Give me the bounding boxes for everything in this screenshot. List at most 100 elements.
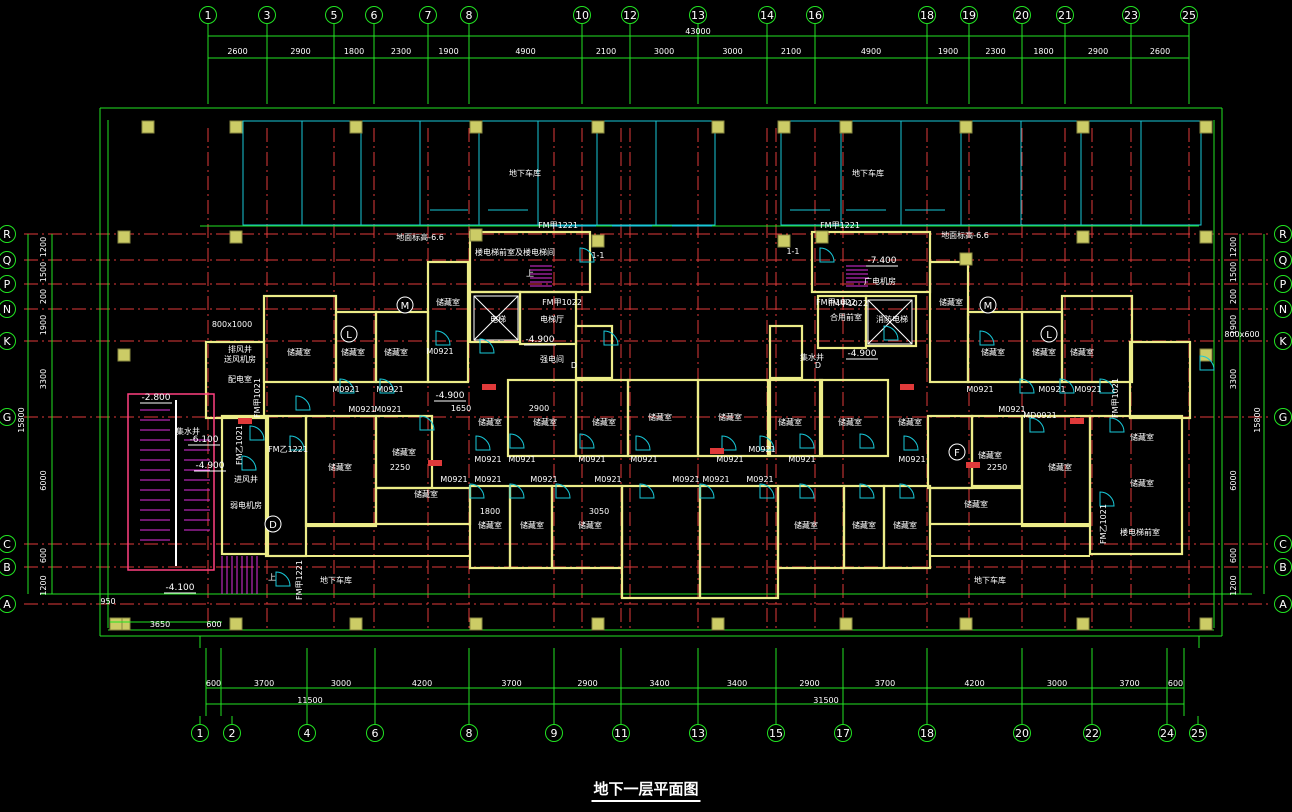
door-tag: M0921 [474, 475, 501, 484]
top-axis-label: 23 [1124, 9, 1138, 22]
top-axis-label: 12 [623, 9, 637, 22]
wall-outline [768, 378, 824, 458]
door-swing [295, 395, 311, 411]
drawing-title: 地下一层平面图 [591, 778, 701, 802]
annotation-text: 600 [206, 620, 221, 629]
annotation-text: 1650 [451, 404, 471, 413]
space-label: 集水井 [800, 352, 824, 362]
left-axis-label-circle [0, 558, 16, 576]
top-total-dimension: 43000 [685, 27, 710, 36]
door-tag: M0921 [746, 475, 773, 484]
left-axis-label: P [4, 278, 11, 291]
door-swing [1099, 491, 1115, 507]
bottom-dimension: 600 [1168, 679, 1183, 688]
door-swing [475, 435, 491, 451]
room-label: 储藏室 [648, 412, 672, 422]
bottom-axis-label: 24 [1160, 727, 1174, 740]
right-dimension: 1200 [1229, 575, 1238, 595]
room-label: 储藏室 [414, 489, 438, 499]
door-tag: M0921 [672, 475, 699, 484]
wall-outline [574, 324, 614, 380]
room-label: 储藏室 [592, 417, 616, 427]
door-tag: M0921 [530, 475, 557, 484]
bottom-axis-label: 6 [372, 727, 379, 740]
column [959, 617, 973, 631]
grid-bubble-label: D [269, 520, 277, 531]
annotation-text: 950 [100, 597, 115, 606]
door-tag: M0921 [998, 405, 1025, 414]
top-axis-label: 20 [1015, 9, 1029, 22]
door-swing [699, 483, 715, 499]
fire-door-tag: FM乙1021 [235, 425, 244, 465]
top-axis-label-circle [460, 6, 478, 24]
left-axis-label: A [3, 598, 11, 611]
left-dimension: 1500 [39, 262, 48, 282]
door-swing [1029, 417, 1045, 433]
wall-outline [468, 230, 592, 294]
door-swing [1059, 378, 1075, 394]
parking-bay [655, 120, 716, 226]
column [229, 120, 243, 134]
door-swing [899, 483, 915, 499]
annotation-text: 上 [268, 573, 276, 582]
door-tag: M0921 [594, 475, 621, 484]
space-label: 地下车库 [974, 575, 1006, 585]
column [777, 120, 791, 134]
left-dimension: 6000 [39, 470, 48, 490]
right-axis-label: N [1279, 303, 1287, 316]
top-dimension: 2900 [1088, 47, 1108, 56]
top-axis-label: 21 [1058, 9, 1072, 22]
column [591, 617, 605, 631]
grid-bubble-label: L [346, 330, 352, 341]
door-swing [903, 435, 919, 451]
parking-bay [1080, 120, 1142, 226]
door-tag: M0921 [348, 405, 375, 414]
fire-equipment [482, 384, 496, 390]
left-dimension: 3300 [39, 369, 48, 389]
column [815, 230, 829, 244]
grid-bubble-circle [948, 443, 966, 461]
bottom-dimension: 600 [206, 679, 221, 688]
right-axis-label: B [1279, 561, 1287, 574]
bottom-dimension: 4200 [964, 679, 984, 688]
door-tag: M0921 [702, 475, 729, 484]
room-label: 储藏室 [478, 520, 502, 530]
room-label: 储藏室 [939, 297, 963, 307]
door-swing [241, 455, 257, 471]
door-swing [579, 433, 595, 449]
annotation-text: 地面标高-6.6 [941, 230, 989, 240]
top-axis-label-circle [325, 6, 343, 24]
space-label: 电梯 [490, 314, 506, 324]
top-dimension: 1800 [1033, 47, 1053, 56]
door-swing [579, 247, 595, 263]
parking-bay [537, 120, 598, 226]
column [711, 617, 725, 631]
room-label: 储藏室 [392, 447, 416, 457]
room-label: 储藏室 [287, 347, 311, 357]
door-swing [555, 483, 571, 499]
bottom-axis-label: 8 [466, 727, 473, 740]
stair-drawings [127, 265, 913, 594]
space-label: 电梯厅 [540, 314, 564, 324]
door-tag: M0921 [578, 455, 605, 464]
bottom-dimension: 2900 [799, 679, 819, 688]
column [1199, 348, 1213, 362]
door-swing [819, 247, 835, 263]
top-dimension: 2600 [1150, 47, 1170, 56]
right-axis-label: A [1279, 598, 1287, 611]
top-axis-label-circle [199, 6, 217, 24]
column [117, 348, 131, 362]
left-axis-label-circle [0, 332, 16, 350]
bottom-axis-label: 15 [769, 727, 783, 740]
left-axis-label-circle [0, 595, 16, 613]
left-dimension: 1200 [39, 237, 48, 257]
parking-bay [301, 120, 362, 226]
column [1199, 230, 1213, 244]
room-label: 储藏室 [893, 520, 917, 530]
space-label: 楼电梯前室及楼电梯间 [475, 247, 555, 257]
annotation-text: 800x1000 [212, 320, 252, 329]
grid-bubble-circle [1040, 325, 1058, 343]
parking-bay [1020, 120, 1082, 226]
door-swing [799, 483, 815, 499]
column [141, 120, 155, 134]
